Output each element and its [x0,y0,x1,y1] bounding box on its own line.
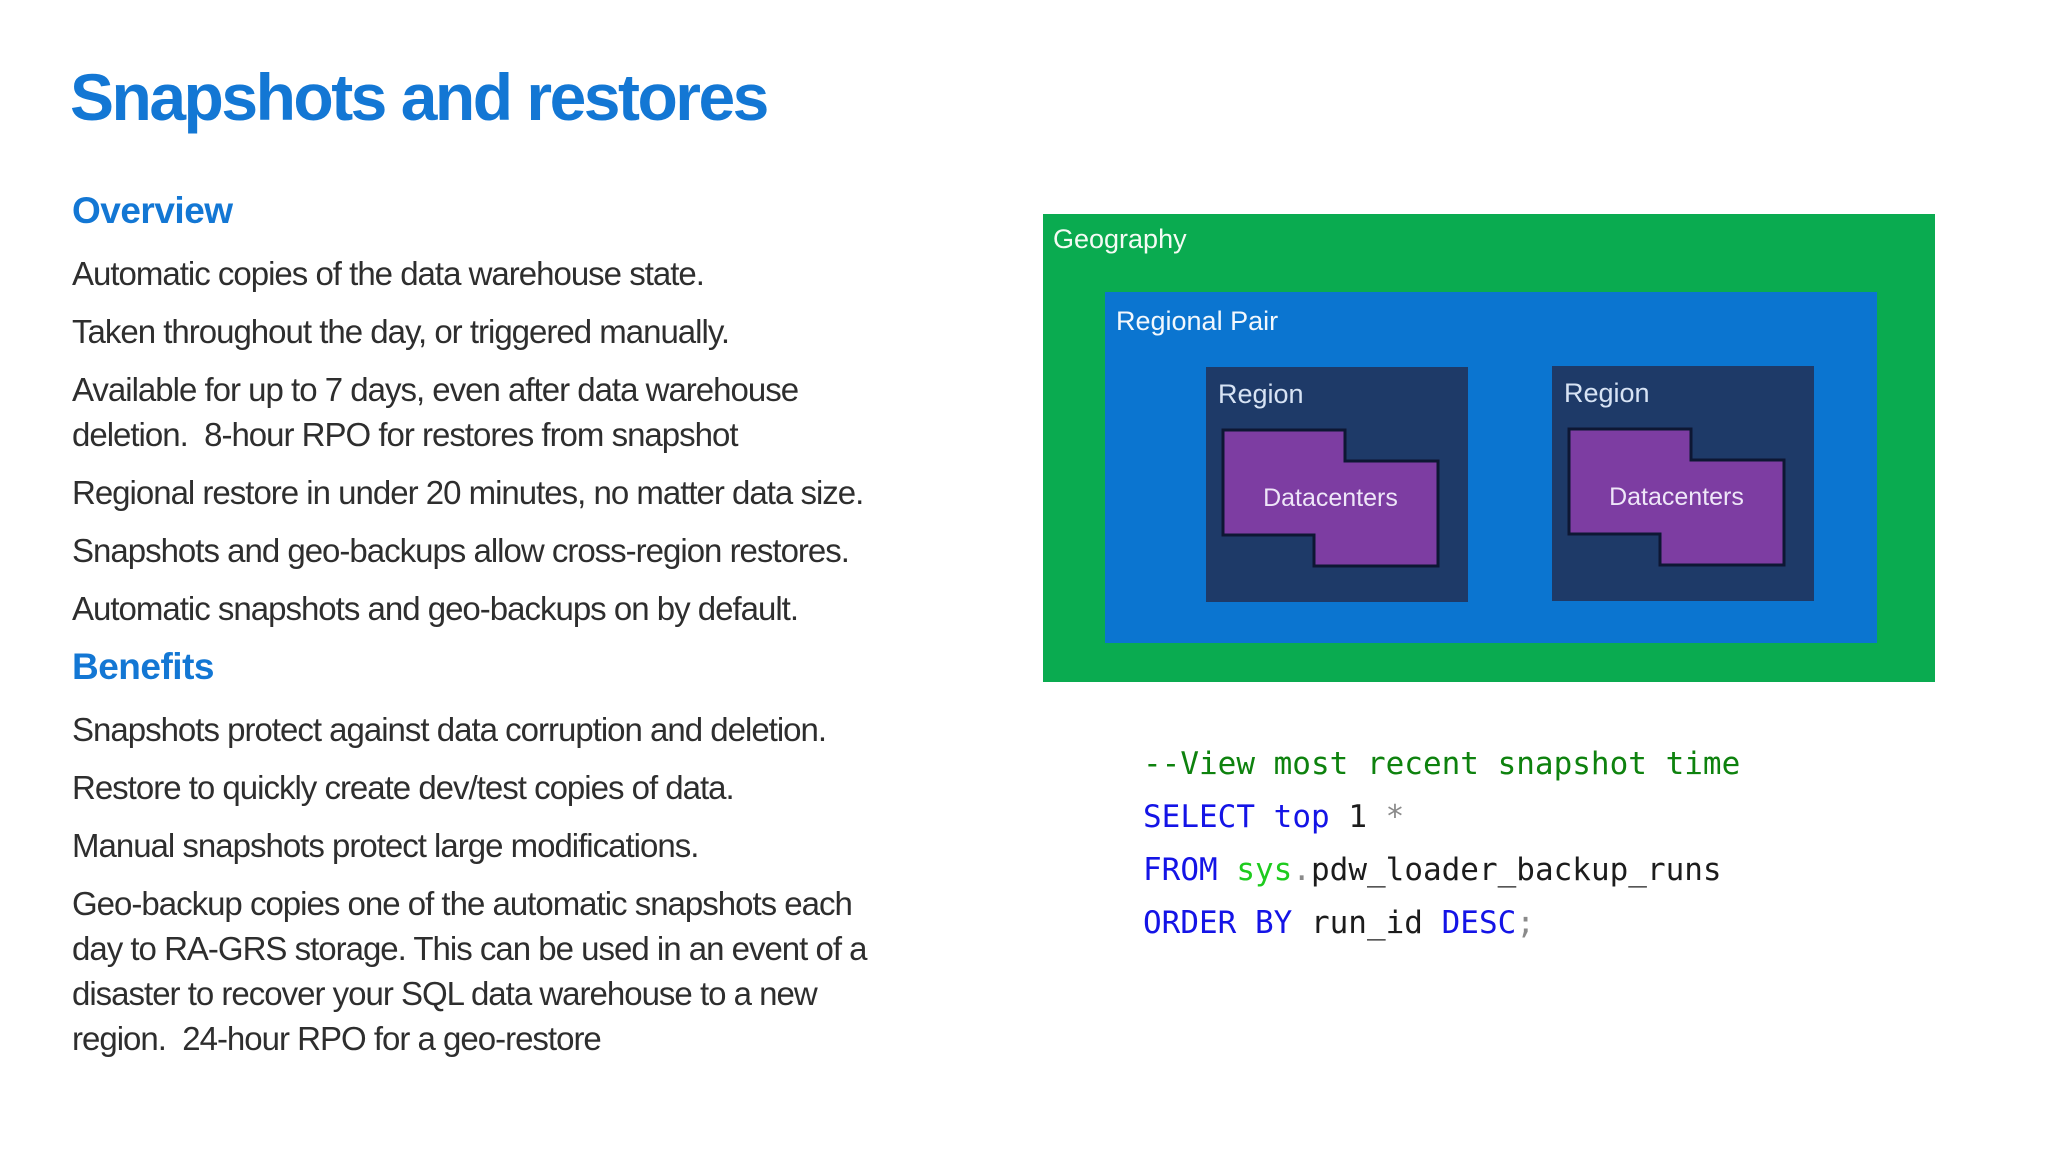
code-token-system: sys [1236,852,1293,888]
code-token-operator: . [1292,852,1311,888]
body-paragraph: Snapshots protect against data corruptio… [72,711,827,748]
body-paragraph: Regional restore in under 20 minutes, no… [72,474,864,511]
code-line: ORDER BY run_id DESC; [1143,897,1740,950]
content-column: Overview Automatic copies of the data wa… [72,189,1072,1074]
body-paragraph: Manual snapshots protect large modificat… [72,827,699,864]
code-line: SELECT top 1 * [1143,791,1740,844]
datacenters-label: Datacenters [1263,483,1398,512]
regional-pair-label: Regional Pair [1116,306,1279,336]
section-heading-benefits: Benefits [72,646,214,687]
datacenters-shape [1221,428,1440,568]
code-token-keyword: DESC [1441,905,1517,941]
code-token-plain [1218,852,1237,888]
datacenters-shape [1567,427,1786,567]
regional-pair-box: Regional Pair Region Datacenters Region … [1105,292,1877,643]
section-heading-overview: Overview [72,190,233,231]
code-token-operator: ; [1516,905,1535,941]
datacenters-label: Datacenters [1609,482,1744,511]
code-token-keyword: FROM [1143,852,1218,888]
code-token-keyword: SELECT [1143,799,1255,835]
geography-label: Geography [1053,224,1187,254]
code-token-plain: 1 [1329,799,1386,835]
code-token-plain: run_id [1292,905,1442,941]
code-token-plain [1255,799,1274,835]
body-paragraph: Snapshots and geo-backups allow cross-re… [72,532,850,569]
code-token-operator: * [1385,799,1405,835]
geography-box: Geography Regional Pair Region Datacente… [1043,214,1935,682]
body-paragraph: Available for up to 7 days, even after d… [72,371,799,453]
region-label: Region [1218,379,1304,409]
body-paragraph: Restore to quickly create dev/test copie… [72,769,735,806]
body-paragraph: Geo-backup copies one of the automatic s… [72,885,868,1057]
region-box-right: Region Datacenters [1552,366,1814,601]
body-paragraph: Automatic copies of the data warehouse s… [72,255,705,292]
region-label: Region [1564,378,1650,408]
page-title: Snapshots and restores [70,60,769,134]
code-line: FROM sys.pdw_loader_backup_runs [1143,844,1740,897]
code-line: --View most recent snapshot time [1143,738,1740,791]
region-box-left: Region Datacenters [1206,367,1468,602]
code-token-keyword: ORDER BY [1143,905,1293,941]
code-token-keyword: top [1273,799,1330,835]
body-paragraph: Taken throughout the day, or triggered m… [72,313,730,350]
code-token-comment: --View most recent snapshot time [1143,746,1741,782]
body-paragraph: Automatic snapshots and geo-backups on b… [72,590,799,627]
code-token-plain: pdw_loader_backup_runs [1311,852,1722,888]
